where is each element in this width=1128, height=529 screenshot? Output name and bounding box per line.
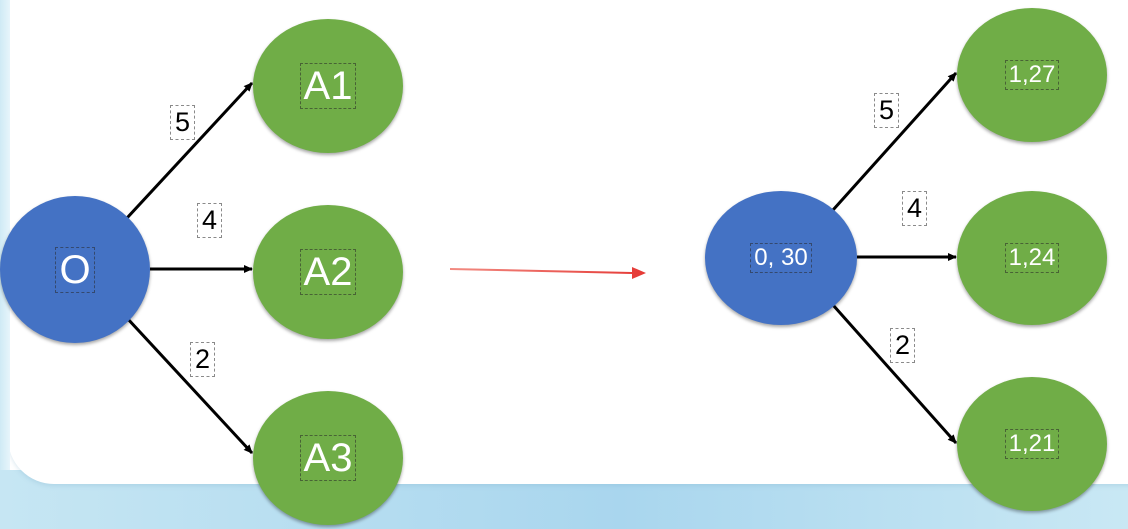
left-target-label-a2: A2: [299, 249, 357, 295]
left-target-node-a3: A3: [253, 391, 403, 525]
transition-arrow: [450, 267, 646, 279]
left-edge-weight-a1: 5: [170, 105, 196, 140]
right-target-node-middle: 1,24: [957, 191, 1107, 325]
right-source-node: 0, 30: [705, 191, 857, 325]
left-edge-o-a3: [125, 316, 254, 455]
left-source-node: O: [0, 196, 150, 343]
right-source-label: 0, 30: [750, 243, 812, 273]
left-source-label: O: [55, 246, 95, 293]
left-target-label-a3: A3: [299, 435, 357, 481]
left-edge-weight-a3: 2: [190, 342, 216, 377]
right-target-label-top: 1,27: [1004, 60, 1060, 90]
right-edge-weight-top: 5: [874, 93, 900, 128]
left-target-node-a2: A2: [253, 205, 403, 339]
left-target-node-a1: A1: [253, 19, 403, 153]
right-edge-root-top: [831, 71, 958, 212]
left-edge-tint: [0, 0, 10, 470]
left-edge-o-a1: [125, 81, 254, 220]
right-target-node-bottom: 1,21: [957, 377, 1107, 511]
right-edge-weight-middle: 4: [902, 191, 928, 226]
right-target-label-bottom: 1,21: [1004, 429, 1060, 459]
left-edge-weight-a2: 4: [197, 203, 223, 238]
right-edge-weight-bottom: 2: [890, 328, 916, 363]
right-edge-root-bottom: [831, 304, 958, 444]
right-target-label-middle: 1,24: [1004, 243, 1060, 273]
right-target-node-top: 1,27: [957, 8, 1107, 142]
background-card: [8, 0, 1128, 484]
left-target-label-a1: A1: [299, 63, 357, 109]
